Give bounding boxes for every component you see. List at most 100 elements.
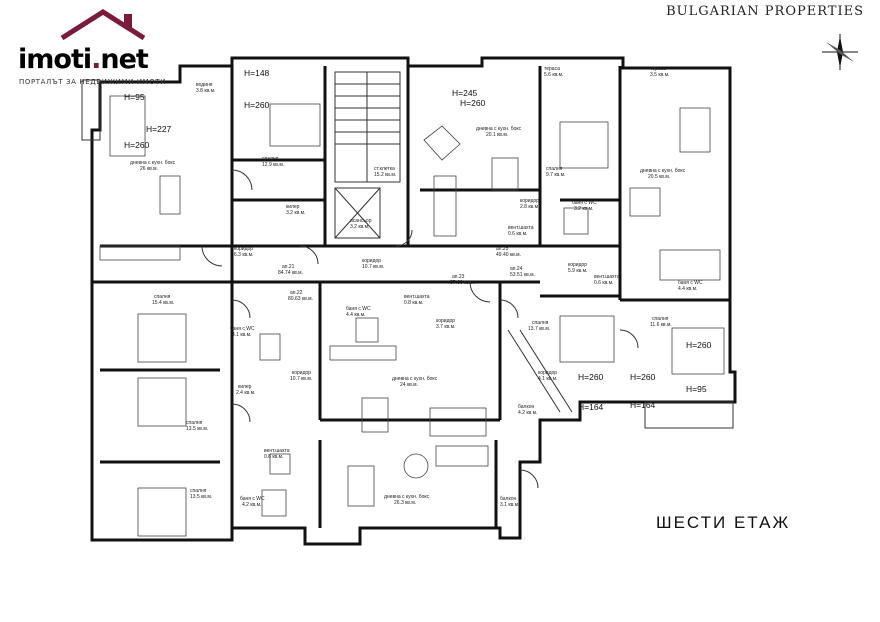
interior-walls — [92, 58, 730, 528]
room-name: дневна с кухн. бокс — [392, 376, 438, 382]
logo-wordmark: imoti.net — [18, 44, 149, 75]
room-name: вент.шахта — [508, 225, 534, 231]
height-mark: H=95 — [124, 92, 145, 102]
room-name: коридор — [362, 258, 381, 264]
room-area: 2.8 кв.м. — [520, 204, 539, 210]
room-area: 15.4 кв.м. — [152, 300, 174, 306]
room-name: вент.шахта — [594, 274, 620, 280]
furniture-living — [109, 95, 711, 507]
room-name: баня с WC — [346, 306, 371, 312]
room-name: спалня — [652, 316, 669, 322]
room-name: водиня — [196, 82, 213, 88]
height-mark: H=148 — [244, 68, 270, 78]
height-mark: H=260 — [460, 98, 486, 108]
room-name: асансьор — [350, 218, 372, 224]
height-mark: H=227 — [146, 124, 172, 134]
room-name: килер — [286, 204, 300, 210]
room-name: спалня — [154, 294, 171, 300]
height-mark: H=245 — [452, 88, 478, 98]
room-area: 12.9 кв.м. — [262, 162, 284, 168]
room-name: дневна с кухн. бокс — [130, 160, 176, 166]
room-name: дневна с кухн. бокс — [476, 126, 522, 132]
room-name: ап.22 — [290, 290, 303, 296]
room-area: 4.2 кв.м. — [518, 410, 537, 416]
room-name: ап.21 — [282, 264, 295, 270]
height-mark: H=164 — [630, 400, 656, 410]
room-area: 4.4 кв.м. — [346, 312, 365, 318]
room-area: 26 кв.м. — [140, 166, 158, 172]
room-area: 3.2 кв.м. — [350, 224, 369, 230]
height-mark: H=260 — [686, 340, 712, 350]
room-name: коридор — [538, 370, 557, 376]
room-name: спалня — [262, 156, 279, 162]
room-area: 0.8 кв.м. — [264, 454, 283, 460]
room-name: тераса — [650, 66, 666, 72]
site-logo[interactable]: imoti.net ПОРТАЛЪТ ЗА НЕДВИЖИМИ ИМОТИ — [8, 8, 173, 86]
room-area: 57.60 кв.м. — [450, 280, 475, 286]
room-area: 9.7 кв.м. — [546, 172, 565, 178]
room-area: 3.2 кв.м. — [286, 210, 305, 216]
room-name: балкон — [500, 496, 516, 502]
exterior-walls — [81, 56, 737, 546]
furniture-beds — [137, 103, 725, 537]
room-name: коридор — [520, 198, 539, 204]
svg-text:баня с WC3.2 кв.м.: баня с WC3.2 кв.м. — [572, 200, 597, 212]
room-area: 3.2 кв.м. — [574, 206, 593, 212]
room-area: 3.8 кв.м. — [196, 88, 215, 94]
room-area: 13.5 кв.м. — [186, 426, 208, 432]
room-area: 24 кв.м. — [400, 382, 418, 388]
room-name: балкон — [518, 404, 534, 410]
room-area: 4.2 кв.м. — [242, 502, 261, 508]
room-area: 4.4 кв.м. — [678, 286, 697, 292]
svg-text:баня с WC4.1 кв.м.: баня с WC4.1 кв.м. — [230, 326, 255, 338]
north-arrow-icon — [822, 34, 858, 70]
room-area: 0.6 кв.м. — [508, 231, 527, 237]
room-area: 20.1 кв.м. — [486, 132, 508, 138]
room-name: ап.25 — [496, 246, 509, 252]
room-area: 4.1 кв.м. — [232, 332, 251, 338]
room-area: 4.1 кв.м. — [538, 376, 557, 382]
room-name: вент.шахта — [264, 448, 290, 454]
room-name: баня с WC — [240, 496, 265, 502]
room-area: 20.5 кв.м. — [648, 174, 670, 180]
room-name: баня с WC — [572, 200, 597, 206]
room-name: тераса — [544, 66, 560, 72]
room-area: 84.74 кв.м. — [278, 270, 303, 276]
room-name: коридор — [436, 318, 455, 324]
room-area: 10.7 кв.м. — [290, 376, 312, 382]
stair-core — [334, 71, 401, 239]
room-name: вент.шахта — [404, 294, 430, 300]
room-area: 6.3 кв.м. — [234, 252, 253, 258]
height-mark: H=95 — [686, 384, 707, 394]
room-area: 49.40 кв.м. — [496, 252, 521, 258]
room-name: баня с WC — [230, 326, 255, 332]
